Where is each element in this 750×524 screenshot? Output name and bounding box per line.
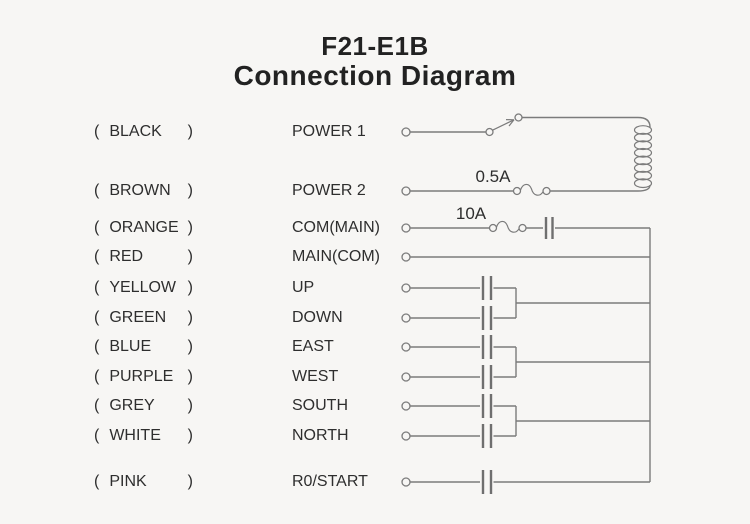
capacitor-icon [481, 335, 493, 359]
function-label: UP [292, 279, 315, 296]
wire-color-label: (RED) [94, 246, 193, 268]
terminal-com-main [401, 223, 411, 233]
wire-color-label: (PINK) [94, 471, 193, 493]
fuse-rating-com: 10A [455, 204, 487, 223]
wire-color-label: (WHITE) [94, 425, 193, 447]
wire-color-label: (BLUE) [94, 336, 193, 358]
paren-close: ) [187, 338, 193, 355]
wire-color-label: (BROWN) [94, 180, 193, 202]
paren-close: ) [187, 219, 193, 236]
function-label: POWER 1 [292, 123, 366, 140]
fuse-rating-power2: 0.5A [475, 167, 511, 186]
power2-circuit [401, 183, 638, 196]
function-label: DOWN [292, 309, 343, 326]
paren-open: ( [94, 123, 100, 140]
terminal-up [401, 283, 411, 293]
coil-icon [633, 125, 653, 189]
power1-circuit [401, 113, 653, 192]
capacitor-icon [481, 365, 493, 389]
capacitor-icon [481, 276, 493, 300]
wire-color-label: (PURPLE) [94, 366, 193, 388]
paren-close: ) [187, 309, 193, 326]
terminal-north [401, 431, 411, 441]
wire-color-label: (GREEN) [94, 307, 193, 329]
paren-open: ( [94, 368, 100, 385]
paren-open: ( [94, 248, 100, 265]
page-title: F21-E1B Connection Diagram [0, 31, 750, 91]
south-north-circuit [401, 394, 650, 448]
wire-color-label: (YELLOW) [94, 277, 193, 299]
paren-open: ( [94, 309, 100, 326]
paren-close: ) [187, 427, 193, 444]
terminal-main-com [401, 252, 411, 262]
terminal-west [401, 372, 411, 382]
paren-close: ) [187, 279, 193, 296]
main-com-circuit [401, 252, 650, 262]
fuse-icon [488, 220, 527, 233]
paren-open: ( [94, 473, 100, 490]
paren-open: ( [94, 279, 100, 296]
com-main-circuit [401, 217, 650, 239]
fuse-icon [512, 183, 551, 196]
function-label: POWER 2 [292, 182, 366, 199]
capacitor-icon [544, 217, 554, 239]
paren-open: ( [94, 219, 100, 236]
switch-icon [485, 113, 523, 137]
paren-open: ( [94, 338, 100, 355]
paren-close: ) [187, 248, 193, 265]
terminal-east [401, 342, 411, 352]
function-label: WEST [292, 368, 339, 385]
terminal-r0-start [401, 477, 411, 487]
capacitor-icon [481, 394, 493, 418]
terminal-down [401, 313, 411, 323]
paren-close: ) [187, 123, 193, 140]
diagram-subtitle: Connection Diagram [233, 60, 517, 91]
paren-close: ) [187, 397, 193, 414]
paren-open: ( [94, 182, 100, 199]
capacitor-icon [481, 470, 493, 494]
east-west-circuit [401, 335, 650, 389]
function-label: NORTH [292, 427, 349, 444]
r0-start-circuit [401, 470, 650, 494]
function-label: SOUTH [292, 397, 348, 414]
terminal-power2 [401, 186, 411, 196]
model-title: F21-E1B [321, 31, 429, 61]
function-label: EAST [292, 338, 334, 355]
capacitor-icon [481, 424, 493, 448]
wire-color-label: (BLACK) [94, 121, 193, 143]
paren-open: ( [94, 397, 100, 414]
wire-color-label: (ORANGE) [94, 217, 193, 239]
function-label: MAIN(COM) [292, 248, 380, 265]
terminal-south [401, 401, 411, 411]
capacitor-icon [481, 306, 493, 330]
paren-open: ( [94, 427, 100, 444]
paren-close: ) [187, 368, 193, 385]
paren-close: ) [187, 473, 193, 490]
up-down-circuit [401, 276, 650, 330]
terminal-power1 [401, 127, 411, 137]
paren-close: ) [187, 182, 193, 199]
function-label: R0/START [292, 473, 368, 490]
wire-color-label: (GREY) [94, 395, 193, 417]
function-label: COM(MAIN) [292, 219, 380, 236]
